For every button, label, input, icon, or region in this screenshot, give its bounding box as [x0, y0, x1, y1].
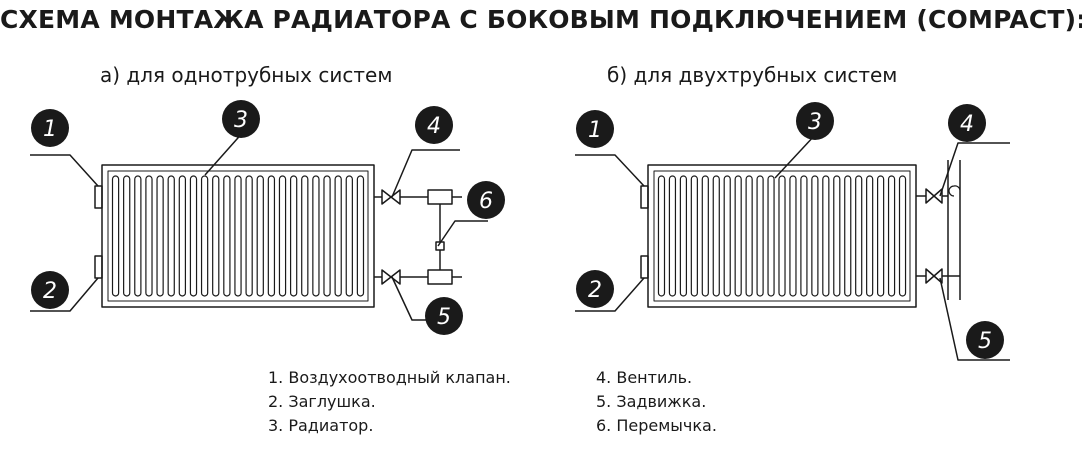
radiator-fin — [657, 175, 666, 297]
gate-valve-a — [381, 269, 401, 285]
radiator-fin — [156, 175, 164, 297]
radiator-fin — [278, 175, 287, 297]
tee-top-a — [427, 189, 453, 205]
marker-4-a: 4 — [415, 106, 453, 144]
radiator-fin — [855, 175, 863, 297]
markers: 1 2 3 4 5 6 1 2 — [31, 100, 1004, 359]
radiator-b — [647, 164, 917, 308]
radiator-fin — [866, 175, 874, 297]
air-vent-b — [640, 185, 649, 209]
legend-item: 2. Заглушка. — [268, 392, 376, 411]
radiator-fin — [134, 175, 142, 297]
radiator-fin — [701, 175, 709, 297]
marker-2-a: 2 — [31, 271, 69, 309]
page-title: СХЕМА МОНТАЖА РАДИАТОРА С БОКОВЫМ ПОДКЛЮ… — [0, 5, 1082, 34]
radiator-fin — [145, 175, 153, 297]
radiator-fin — [312, 175, 320, 297]
svg-text:2: 2 — [43, 279, 57, 304]
marker-5-b: 5 — [966, 321, 1004, 359]
marker-1-b: 1 — [576, 110, 614, 148]
legend-right: 4. Вентиль. 5. Задвижка. 6. Перемычка. — [596, 366, 717, 438]
radiator-fin — [734, 175, 742, 297]
svg-text:5: 5 — [437, 305, 451, 330]
marker-5-a: 5 — [425, 297, 463, 335]
svg-text:1: 1 — [43, 117, 57, 142]
radiator-fin — [690, 175, 698, 297]
radiator-fin — [876, 175, 885, 297]
radiator-fin — [789, 175, 797, 297]
gate-valve-b — [925, 268, 943, 284]
radiator-fin — [189, 175, 198, 297]
radiator-a — [101, 164, 375, 308]
radiator-fin — [267, 175, 276, 297]
radiator-fin — [111, 175, 120, 297]
radiator-fin — [822, 175, 830, 297]
svg-text:2: 2 — [588, 278, 602, 303]
radiator-fin — [712, 175, 720, 297]
radiator-fins-b — [657, 175, 907, 297]
scheme-a — [30, 129, 488, 321]
svg-text:6: 6 — [479, 189, 493, 214]
radiator-fin — [800, 175, 808, 297]
svg-text:3: 3 — [808, 110, 822, 135]
radiator-fin — [256, 175, 264, 297]
plug-a — [94, 255, 103, 279]
valve-a — [381, 189, 401, 205]
svg-text:3: 3 — [234, 108, 248, 133]
radiator-fin — [833, 175, 841, 297]
radiator-fin — [679, 175, 688, 297]
radiator-fin — [811, 175, 819, 297]
subtitle-two-pipe: б) для двухтрубных систем — [607, 63, 898, 87]
marker-6-a: 6 — [467, 181, 505, 219]
radiator-fin — [334, 175, 342, 297]
plug-b — [640, 255, 649, 279]
svg-text:1: 1 — [588, 118, 602, 143]
radiator-fin — [778, 175, 786, 297]
radiator-fin — [301, 175, 309, 297]
radiator-fin — [887, 175, 896, 297]
radiator-fin — [223, 175, 231, 297]
legend-item: 1. Воздухоотводный клапан. — [268, 368, 511, 387]
marker-3-b: 3 — [796, 102, 834, 140]
radiator-fin — [345, 175, 353, 297]
svg-text:5: 5 — [978, 329, 992, 354]
radiator-fin — [723, 175, 731, 297]
radiator-fin — [212, 175, 220, 297]
legend-left: 1. Воздухоотводный клапан. 2. Заглушка. … — [268, 366, 511, 438]
valve-b — [925, 188, 943, 204]
radiator-fin — [245, 175, 253, 297]
svg-text:4: 4 — [960, 112, 974, 137]
radiator-fins-a — [111, 175, 365, 297]
marker-3-a: 3 — [222, 100, 260, 138]
radiator-fin — [234, 175, 242, 297]
radiator-fin — [767, 175, 775, 297]
radiator-fin — [898, 175, 907, 297]
legend-item: 5. Задвижка. — [596, 392, 707, 411]
radiator-fin — [167, 175, 175, 297]
marker-1-a: 1 — [31, 109, 69, 147]
radiator-fin — [844, 175, 852, 297]
legend-item: 3. Радиатор. — [268, 416, 374, 435]
radiator-fin — [123, 175, 131, 297]
air-vent-a — [94, 185, 103, 209]
radiator-fin — [745, 175, 753, 297]
scheme-b — [575, 134, 1010, 361]
marker-2-b: 2 — [576, 270, 614, 308]
legend-item: 6. Перемычка. — [596, 416, 717, 435]
legend-item: 4. Вентиль. — [596, 368, 693, 387]
radiator-fin — [356, 175, 365, 297]
radiator-fin — [200, 175, 209, 297]
tee-bottom-a — [427, 269, 453, 285]
radiator-fin — [289, 175, 298, 297]
subtitle-single-pipe: а) для однотрубных систем — [100, 63, 393, 87]
radiator-fin — [756, 175, 764, 297]
marker-4-b: 4 — [948, 104, 986, 142]
svg-text:4: 4 — [427, 114, 441, 139]
radiator-fin — [178, 175, 187, 297]
radiator-fin — [323, 175, 331, 297]
radiator-fin — [668, 175, 677, 297]
